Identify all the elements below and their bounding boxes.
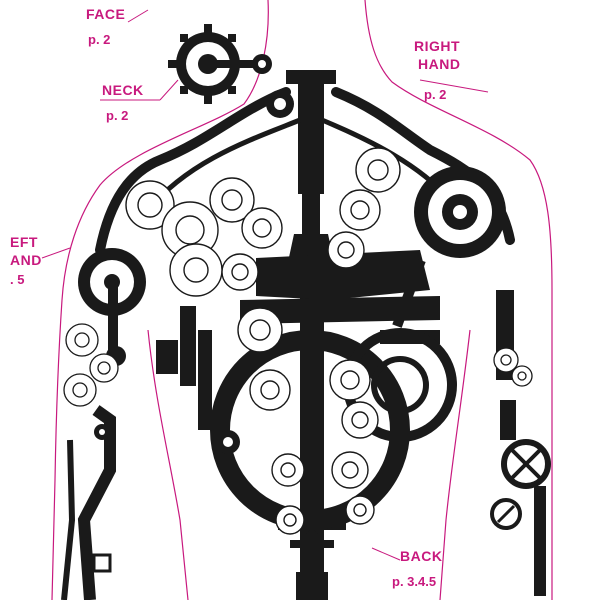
label-right-hand-line2: HAND <box>418 56 461 72</box>
label-right-hand-line1: RIGHT <box>414 38 461 54</box>
chest-plates <box>156 250 440 430</box>
label-back-title: BACK <box>400 548 443 564</box>
label-neck-page: p. 2 <box>106 108 129 123</box>
label-face-title: FACE <box>86 6 126 22</box>
leader-lines <box>41 9 489 561</box>
cloud-swirl-icon <box>327 147 401 525</box>
hex-bolt-icon <box>92 553 112 573</box>
shoulder-gear-left <box>78 248 146 366</box>
gear-icon <box>168 24 294 118</box>
label-left-hand-line1: EFT <box>10 234 38 250</box>
label-neck-title: NECK <box>102 82 144 98</box>
body-outline <box>51 0 553 600</box>
label-left-hand-line2: AND <box>10 252 42 268</box>
left-arm-mechanism <box>61 323 119 600</box>
hex-bolt-icon <box>216 430 318 542</box>
label-face-page: p. 2 <box>88 32 111 47</box>
label-left-hand-page: . 5 <box>10 272 25 287</box>
label-back-page: p. 3.4.5 <box>392 574 437 589</box>
lower-gear-ring <box>210 328 457 530</box>
right-arm-mechanism <box>490 290 551 596</box>
label-right-hand-page: p. 2 <box>424 87 447 102</box>
cloud-swirl-icon <box>125 177 305 535</box>
screw-head-icon <box>501 439 551 489</box>
shoulder-gear-right <box>392 166 506 328</box>
